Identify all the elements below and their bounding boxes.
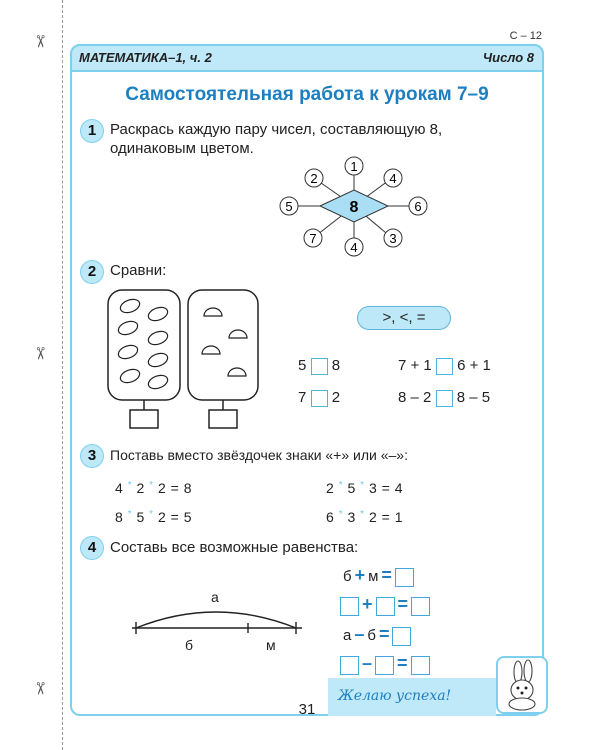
scissors-icon: ✂ (30, 681, 50, 696)
answer-box[interactable] (375, 596, 395, 616)
task-number-1: 1 (80, 119, 104, 143)
answer-box[interactable] (411, 596, 431, 616)
center-number: 8 (350, 199, 359, 216)
task2-text: Сравни: (110, 262, 167, 279)
compare-left: 8 – 2 (398, 389, 432, 406)
petal-number: 5 (285, 199, 292, 214)
answer-box[interactable] (310, 389, 328, 407)
page-code: С – 12 (509, 30, 542, 42)
center-diamond (318, 189, 390, 223)
task1-text-line2: одинаковым цветом. (110, 140, 254, 157)
segment-diagram (132, 611, 302, 634)
segment-label-a: а (211, 589, 219, 605)
answer-box[interactable] (435, 357, 453, 375)
star-icon[interactable]: * (149, 509, 154, 520)
answer-box[interactable] (310, 357, 328, 375)
petal-number: 4 (389, 171, 396, 186)
compare-row-2b: 8 – 2 8 – 5 (398, 389, 490, 407)
equation: 2 * 5 * 3 = 4 (326, 480, 404, 496)
task-number-3: 3 (80, 444, 104, 468)
mushroom-caps (201, 307, 248, 377)
wish-text: Желаю успеха! (338, 688, 452, 704)
answer-box[interactable] (410, 655, 430, 675)
petal-number: 2 (310, 171, 317, 186)
star-icon[interactable]: * (338, 480, 344, 491)
equality-row: –= (340, 653, 430, 675)
equality-row: б+м= (340, 565, 414, 587)
petal-number: 3 (389, 231, 396, 246)
task1-text: Раскрась каждую пару чисел, составляющую… (110, 120, 442, 158)
star-icon[interactable]: * (360, 480, 365, 491)
answer-box[interactable] (392, 626, 412, 646)
compare-left: 7 + 1 (398, 357, 432, 374)
number-flower: 8 1 4 6 3 4 7 5 2 (279, 156, 428, 257)
compare-right: 8 (331, 357, 341, 374)
two-trees-illustration (107, 289, 259, 429)
star-icon[interactable]: * (338, 509, 344, 520)
compare-left: 5 (298, 357, 307, 374)
task3-text: Поставь вместо звёздочек знаки «+» или «… (110, 447, 408, 463)
leaves (117, 298, 169, 390)
petal-number: 6 (414, 199, 421, 214)
answer-box[interactable] (394, 567, 414, 587)
topic-label: Число 8 (482, 50, 534, 65)
star-icon[interactable]: * (149, 480, 154, 491)
compare-row-2a: 7 2 (298, 389, 340, 407)
equality-row: а–б= (340, 624, 412, 646)
compare-right: 8 – 5 (456, 389, 491, 406)
cut-line (62, 0, 63, 750)
scissors-icon: ✂ (30, 34, 50, 49)
petal-number: 4 (350, 240, 357, 255)
segment-label-m: м (266, 637, 276, 653)
compare-left: 7 (298, 389, 307, 406)
task-number-2: 2 (80, 260, 104, 284)
segment-label-b: б (185, 637, 194, 653)
bunny-icon (508, 659, 536, 711)
subject-label: МАТЕМАТИКА–1, ч. 2 (79, 50, 212, 65)
equation: 6 * 3 * 2 = 1 (326, 509, 404, 525)
star-icon[interactable]: * (127, 480, 133, 491)
answer-box[interactable] (375, 655, 395, 675)
equation: 8 * 5 * 2 = 5 (115, 509, 193, 525)
compare-right: 2 (331, 389, 341, 406)
compare-right: 6 + 1 (457, 357, 491, 374)
equality-row: += (340, 594, 431, 616)
page-number: 31 (298, 701, 316, 718)
equation: 4 * 2 * 2 = 8 (115, 480, 193, 496)
wish-banner (328, 678, 496, 716)
scissors-icon: ✂ (30, 346, 50, 361)
star-icon[interactable]: * (360, 509, 365, 520)
petal-number: 7 (309, 231, 316, 246)
bunny-frame (496, 656, 548, 714)
compare-row-1a: 5 8 (298, 357, 340, 375)
task1-text-line1: Раскрась каждую пару чисел, составляющую… (110, 121, 443, 138)
signs-badge: >, <, = (357, 306, 451, 330)
task-number-4: 4 (80, 536, 104, 560)
petal-number: 1 (350, 159, 357, 174)
answer-box[interactable] (340, 655, 359, 675)
star-icon[interactable]: * (127, 509, 133, 520)
compare-row-1b: 7 + 1 6 + 1 (398, 357, 491, 375)
answer-box[interactable] (435, 389, 453, 407)
answer-box[interactable] (340, 596, 359, 616)
page-title: Самостоятельная работа к урокам 7–9 (125, 84, 489, 105)
task4-text: Составь все возможные равенства: (110, 539, 359, 556)
header-bar (70, 44, 544, 72)
